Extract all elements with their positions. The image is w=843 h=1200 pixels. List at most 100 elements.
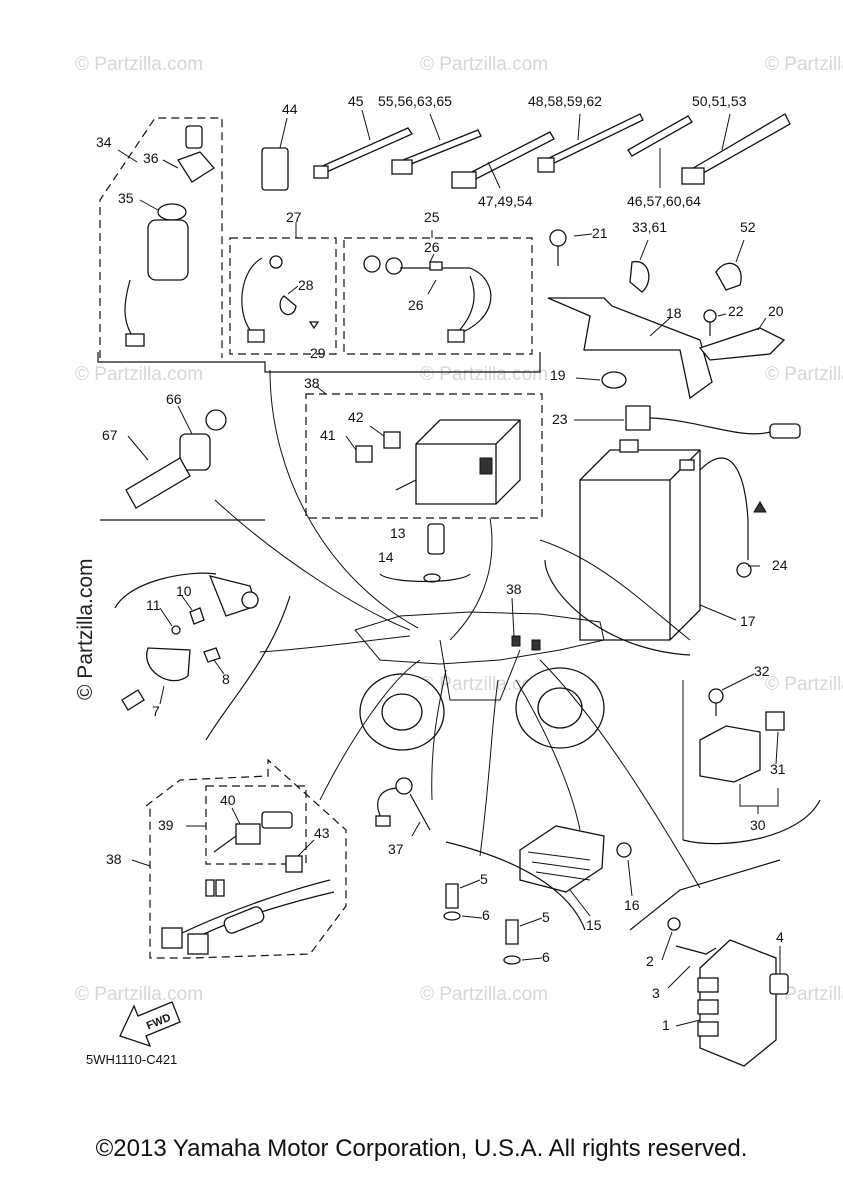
callout-67: 67 bbox=[102, 427, 118, 443]
battery-bracket bbox=[547, 229, 786, 400]
callout-6: 6 bbox=[482, 907, 490, 923]
rectifier-group bbox=[443, 825, 632, 965]
lead-23-cap bbox=[625, 405, 651, 431]
relay-body bbox=[699, 725, 761, 783]
callout-55-56-63-65: 55,56,63,65 bbox=[378, 93, 452, 109]
callout-38-atv: 38 bbox=[506, 581, 522, 597]
callout-44: 44 bbox=[282, 101, 298, 117]
top-group-boundary bbox=[97, 117, 541, 373]
callout-5-lower: 5 bbox=[542, 909, 550, 925]
bolt-5 bbox=[445, 883, 459, 909]
switch-nut bbox=[157, 203, 187, 221]
callout-35: 35 bbox=[118, 190, 134, 206]
watermark-text: © Partzilla.com bbox=[765, 674, 843, 695]
callout-46-57-60-64: 46,57,60,64 bbox=[627, 193, 701, 209]
callout-31: 31 bbox=[770, 761, 786, 777]
damper-19 bbox=[601, 371, 627, 389]
fwd-arrow-icon: FWD bbox=[119, 1001, 181, 1048]
cable-ties bbox=[313, 113, 791, 189]
callout-23: 23 bbox=[552, 411, 568, 427]
callout-2: 2 bbox=[646, 953, 654, 969]
harness-38-parts bbox=[161, 811, 335, 955]
callout-42: 42 bbox=[348, 409, 364, 425]
callout-10: 10 bbox=[176, 583, 192, 599]
callout-41: 41 bbox=[320, 427, 336, 443]
watermark-text: © Partzilla.com bbox=[420, 984, 548, 1005]
main-switch-assembly bbox=[124, 125, 215, 347]
callout-13: 13 bbox=[390, 525, 406, 541]
callout-28: 28 bbox=[298, 277, 314, 293]
callout-37: 37 bbox=[388, 841, 404, 857]
key-part bbox=[177, 151, 215, 183]
sensor-13 bbox=[427, 523, 445, 555]
switch-body bbox=[147, 219, 189, 281]
callout-26: 26 bbox=[424, 239, 440, 255]
rectifier-15 bbox=[519, 825, 605, 893]
callout-45: 45 bbox=[348, 93, 364, 109]
connector-40 bbox=[235, 823, 261, 845]
callout-38: 38 bbox=[304, 375, 320, 391]
battery-assembly bbox=[579, 405, 801, 641]
callout-48-58-59-62: 48,58,59,62 bbox=[528, 93, 602, 109]
callout-11: 11 bbox=[146, 597, 161, 613]
callout-27: 27 bbox=[286, 209, 302, 225]
fuse-41 bbox=[355, 445, 373, 463]
callout-43: 43 bbox=[314, 825, 330, 841]
cap-28 bbox=[279, 295, 297, 316]
washer-6b bbox=[503, 955, 521, 965]
fuse-box-boundary bbox=[305, 393, 543, 519]
screw-8 bbox=[203, 647, 221, 663]
copyright-footer: ©2013 Yamaha Motor Corporation, U.S.A. A… bbox=[95, 1135, 748, 1162]
cap-4 bbox=[769, 973, 789, 995]
watermark-text: © Partzilla.com bbox=[420, 364, 548, 385]
starter-relay-group bbox=[699, 688, 785, 783]
callout-22: 22 bbox=[728, 303, 744, 319]
bolt-5b bbox=[505, 919, 519, 945]
callout-39: 39 bbox=[158, 817, 174, 833]
cdi-group bbox=[667, 917, 789, 1067]
callout-3: 3 bbox=[652, 985, 660, 1001]
coil-7 bbox=[146, 647, 191, 682]
watermark-text: © Partzilla.com bbox=[420, 54, 548, 75]
cdi-unit bbox=[699, 939, 777, 1067]
callout-5: 5 bbox=[480, 871, 488, 887]
fuse-42 bbox=[383, 431, 401, 449]
callout-47-49-54: 47,49,54 bbox=[478, 193, 533, 209]
cap-67 bbox=[125, 457, 191, 509]
callout-38-harness: 38 bbox=[106, 851, 122, 867]
washer-11 bbox=[171, 625, 181, 635]
callout-4: 4 bbox=[776, 929, 784, 945]
callout-33-61: 33,61 bbox=[632, 219, 667, 235]
watermark-text: © Partzilla.com bbox=[75, 984, 203, 1005]
callout-17: 17 bbox=[740, 613, 756, 629]
lead-27-box bbox=[229, 237, 337, 355]
watermark-vertical-text: © Partzilla.com bbox=[74, 558, 97, 700]
callout-50-51-53: 50,51,53 bbox=[692, 93, 747, 109]
callout-15: 15 bbox=[586, 917, 602, 933]
callout-24: 24 bbox=[772, 557, 788, 573]
diagram-code: 5WH1110-C421 bbox=[86, 1052, 177, 1067]
clamp-52 bbox=[715, 262, 742, 291]
callout-8: 8 bbox=[222, 671, 230, 687]
locator-lines bbox=[214, 369, 701, 889]
callout-21: 21 bbox=[592, 225, 608, 241]
watermark-text: © Partzilla.com bbox=[75, 54, 203, 75]
callout-29: 29 bbox=[310, 345, 326, 361]
callout-26-lower: 26 bbox=[408, 297, 424, 313]
bolt-21 bbox=[549, 229, 567, 247]
callout-36: 36 bbox=[143, 150, 159, 166]
watermark-text: © Partzilla.com bbox=[420, 674, 548, 695]
watermark-text: © Partzilla.com bbox=[75, 364, 203, 385]
screw-10 bbox=[189, 607, 205, 625]
bolt-32 bbox=[708, 688, 724, 704]
callout-52: 52 bbox=[740, 219, 756, 235]
bolt-2 bbox=[667, 917, 681, 931]
callout-20: 20 bbox=[768, 303, 784, 319]
callout-6-lower: 6 bbox=[542, 949, 550, 965]
watermark-text: © Partzilla.com bbox=[765, 54, 843, 75]
callout-30: 30 bbox=[750, 817, 766, 833]
harness-boundary bbox=[145, 758, 347, 959]
lead-25-box bbox=[343, 237, 533, 355]
